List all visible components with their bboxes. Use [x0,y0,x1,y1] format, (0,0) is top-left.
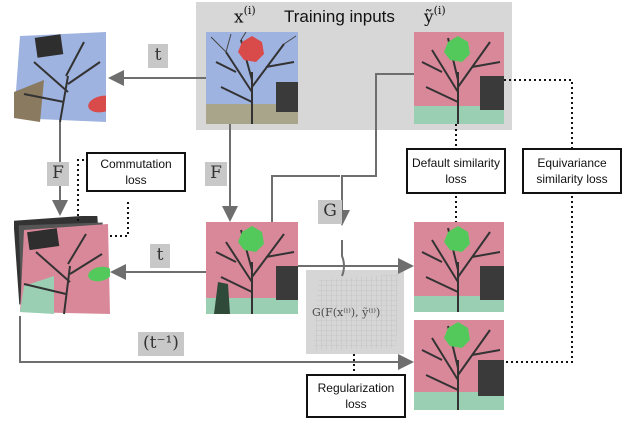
y-symbol: ỹ [424,7,434,28]
equivariance-similarity-loss-box: Equivariance similarity loss [522,148,622,194]
x-symbol: x [234,7,244,28]
output-image-equivariance [414,320,504,410]
default-similarity-loss-box: Default similarity loss [406,148,506,194]
y-input-label: ỹ(i) [424,4,446,28]
regularization-loss-box: Regularization loss [306,374,406,418]
x-input-label: x(i) [234,4,256,28]
transformed-image-tx [14,32,106,122]
warped-feature-stack [14,216,110,316]
x-superscript: (i) [243,4,256,17]
y-superscript: (i) [433,4,446,17]
feature-image-fx [206,222,298,314]
g-output-formula: G(F(x⁽ⁱ⁾), ỹ⁽ⁱ⁾) [312,306,381,319]
generator-g-tag: G [318,200,342,224]
training-inputs-title: Training inputs [284,7,395,26]
inverse-transform-tag: (t⁻¹) [138,332,184,356]
g-output-card: G(F(x⁽ⁱ⁾), ỹ⁽ⁱ⁾) [306,270,404,354]
input-image-x [206,32,298,124]
feature-f-tag-center: F [205,162,227,186]
transform-t-tag-mid: t [150,244,170,268]
transform-t-tag-top: t [148,44,168,68]
output-image-g [414,222,504,312]
input-image-y [414,32,504,124]
commutation-loss-box: Commutation loss [86,152,186,192]
feature-f-tag-left: F [47,162,69,186]
